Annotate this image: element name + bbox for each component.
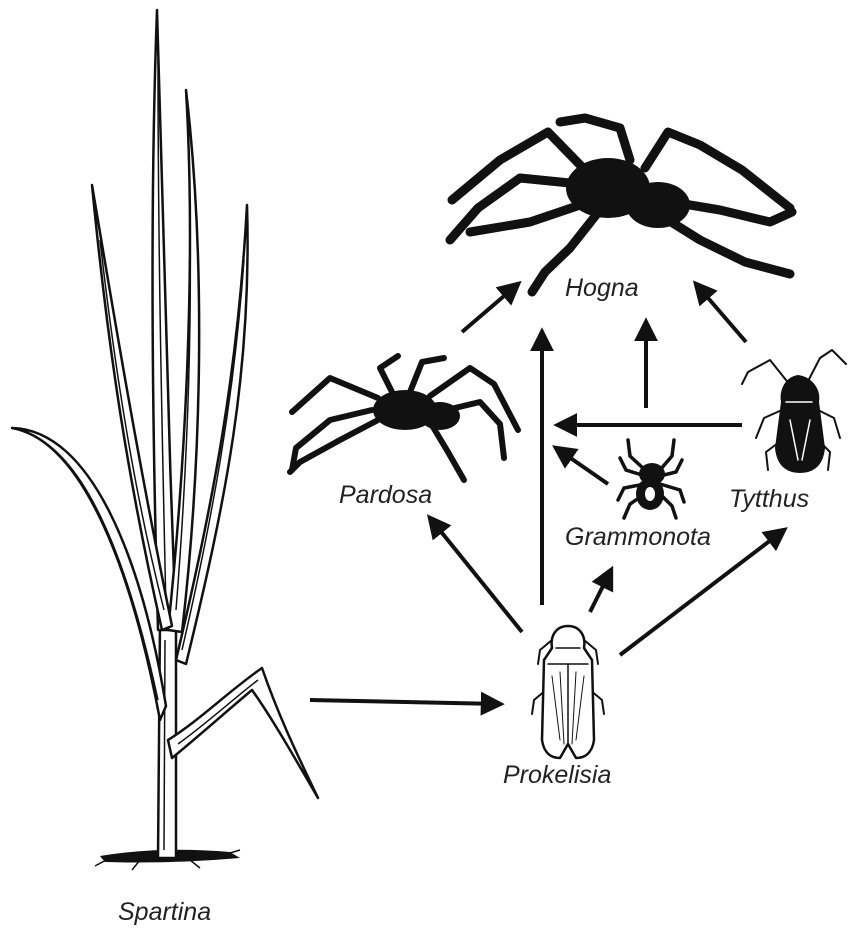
spartina-plant-icon	[12, 10, 318, 870]
arrow-prokelisia-to-pardosa	[430, 518, 522, 632]
prokelisia-planthopper-icon	[532, 626, 604, 758]
pardosa-spider-icon	[290, 356, 518, 480]
prokelisia-label: Prokelisia	[503, 763, 611, 788]
grammonota-spider-icon	[618, 440, 684, 518]
spartina-label: Spartina	[118, 900, 211, 925]
pardosa-label: Pardosa	[339, 483, 432, 508]
hogna-label: Hogna	[565, 276, 639, 301]
grammonota-label: Grammonota	[565, 525, 711, 550]
arrow-tytthus-to-hogna	[696, 284, 746, 342]
hogna-spider-icon	[450, 118, 792, 292]
arrow-pardosa-to-hogna	[462, 284, 518, 332]
tytthus-bug-icon	[742, 350, 846, 472]
arrow-spartina-to-prokelisia	[310, 700, 500, 704]
arrow-grammonota-to-pardosa	[556, 448, 608, 484]
arrow-prokelisia-to-grammonota	[590, 570, 611, 612]
tytthus-label: Tytthus	[729, 487, 809, 512]
